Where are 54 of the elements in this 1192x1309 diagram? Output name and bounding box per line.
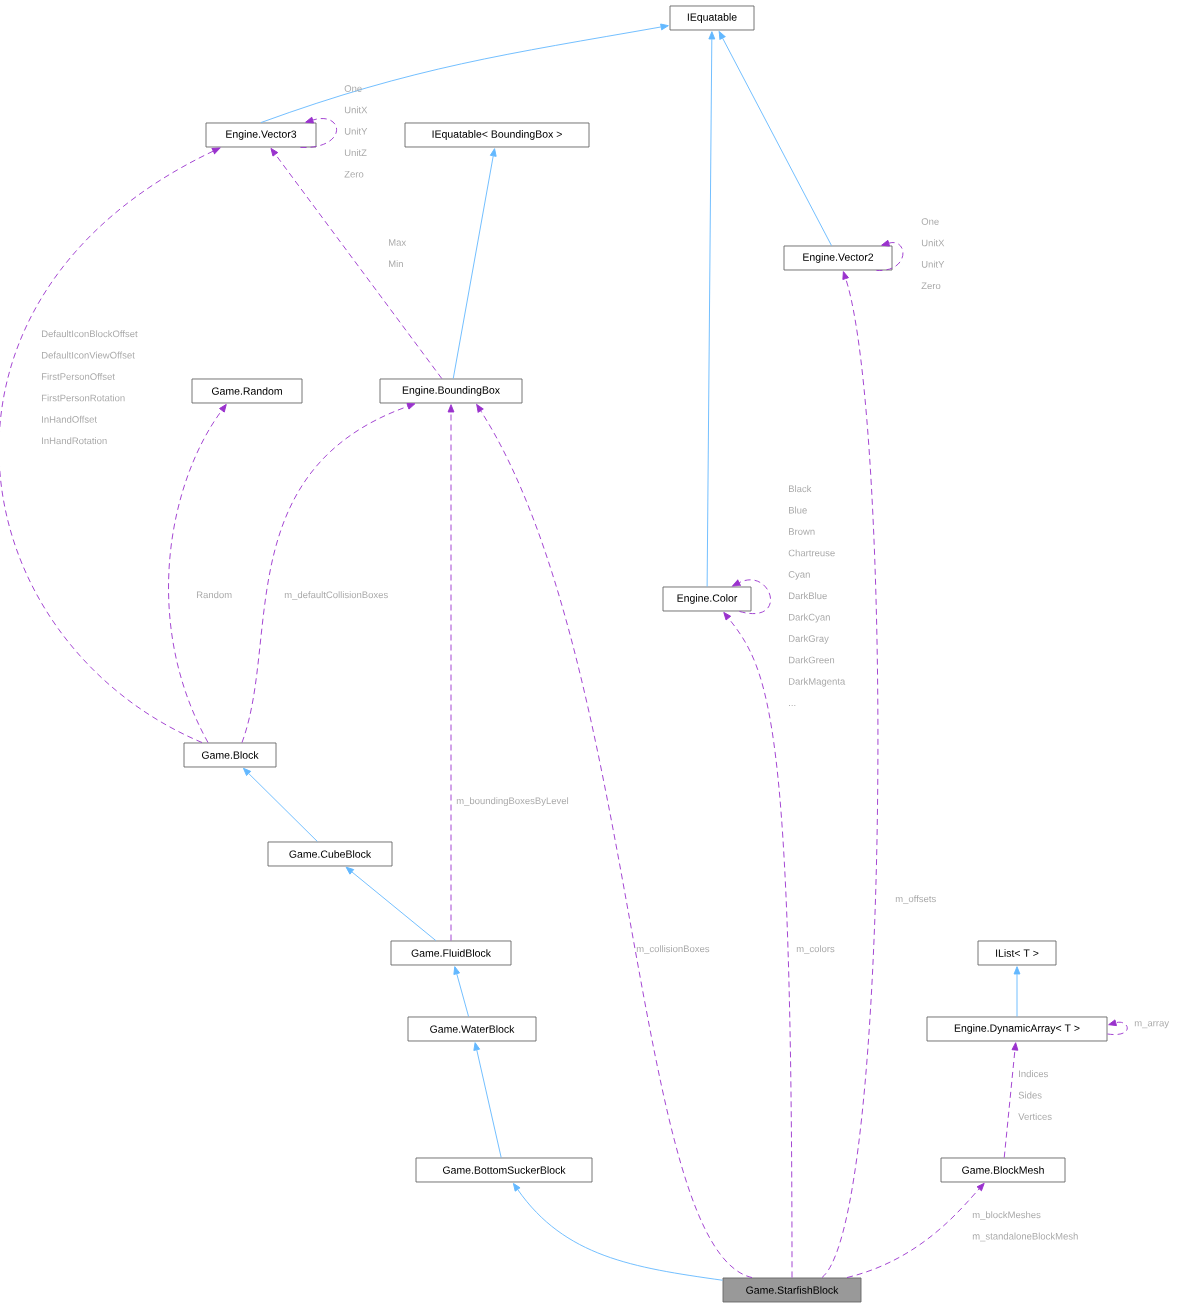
edge-label: m_blockMeshes m_standaloneBlockMesh [972, 1211, 1078, 1242]
arrow [718, 31, 832, 246]
dashed-arrow [270, 148, 443, 379]
edge-label: Max Min [389, 239, 407, 268]
class-box: Game.FluidBlock [390, 940, 512, 966]
edge-label: Black Blue Brown Chartreuse Cyan DarkBlue DarkCyan DarkGray DarkGreen DarkMagenta ... [788, 485, 846, 707]
dashed-arrow [1003, 1042, 1019, 1158]
dashed-arrow [241, 403, 416, 743]
self-loop-arrow [732, 579, 771, 614]
class-box: Engine.Vector3 [205, 122, 317, 148]
self-loop-arrow [1107, 1019, 1128, 1035]
arrow [452, 148, 497, 379]
class-box: Game.BlockMesh [940, 1157, 1066, 1183]
edge-label: m_defaultCollisionBoxes [284, 591, 388, 600]
class-box: Game.CubeBlock [267, 841, 393, 867]
class-box: Game.WaterBlock [407, 1016, 537, 1042]
edge-label: DefaultIconBlockOffset DefaultIconViewOffset FirstPersonOffset FirstPersonRotation InHandOffset InHandRotation [42, 330, 138, 445]
arrow [473, 1042, 502, 1158]
dashed-arrow [476, 404, 753, 1278]
arrow [243, 767, 318, 842]
dashed-arrow [821, 271, 879, 1278]
highlighted-class-box: Game.StarfishBlock [722, 1277, 862, 1303]
edge-label: One UnitX UnitY Zero [921, 218, 945, 290]
self-loop-arrow [300, 116, 337, 148]
arrow [260, 23, 669, 123]
class-box: Game.Block [183, 742, 277, 768]
class-box: IEquatable< BoundingBox > [404, 122, 590, 148]
edge-label: m_colors [796, 945, 835, 954]
arrow [1013, 966, 1021, 1017]
arrow [345, 866, 437, 941]
arrow [706, 31, 716, 587]
edge-label: m_boundingBoxesByLevel [456, 797, 569, 807]
dashed-arrow [723, 611, 793, 1278]
class-box: Engine.DynamicArray< T > [926, 1016, 1108, 1042]
class-box: Engine.Color [662, 586, 752, 612]
edge-label: m_collisionBoxes [636, 945, 710, 954]
dashed-arrow [447, 404, 455, 941]
class-box: Engine.BoundingBox [379, 378, 523, 404]
arrow [453, 966, 469, 1017]
arrow [512, 1183, 723, 1281]
class-box: Game.BottomSuckerBlock [415, 1157, 593, 1183]
edge-label: Indices Sides Vertices [1018, 1070, 1052, 1120]
edge-label: m_offsets [895, 895, 936, 904]
class-box: IEquatable [669, 5, 755, 31]
edge-label: One UnitX UnitY UnitZ Zero [344, 85, 368, 178]
dashed-arrow [168, 404, 227, 743]
class-box: IList< T > [977, 940, 1057, 966]
edge-label: Random [197, 591, 232, 599]
edge-label: m_array [1134, 1021, 1170, 1029]
class-box: Engine.Vector2 [783, 245, 893, 271]
class-box: Game.Random [191, 378, 303, 404]
dashed-arrow [846, 1182, 985, 1278]
self-loop-arrow [876, 239, 904, 271]
dashed-arrow [0, 147, 221, 743]
